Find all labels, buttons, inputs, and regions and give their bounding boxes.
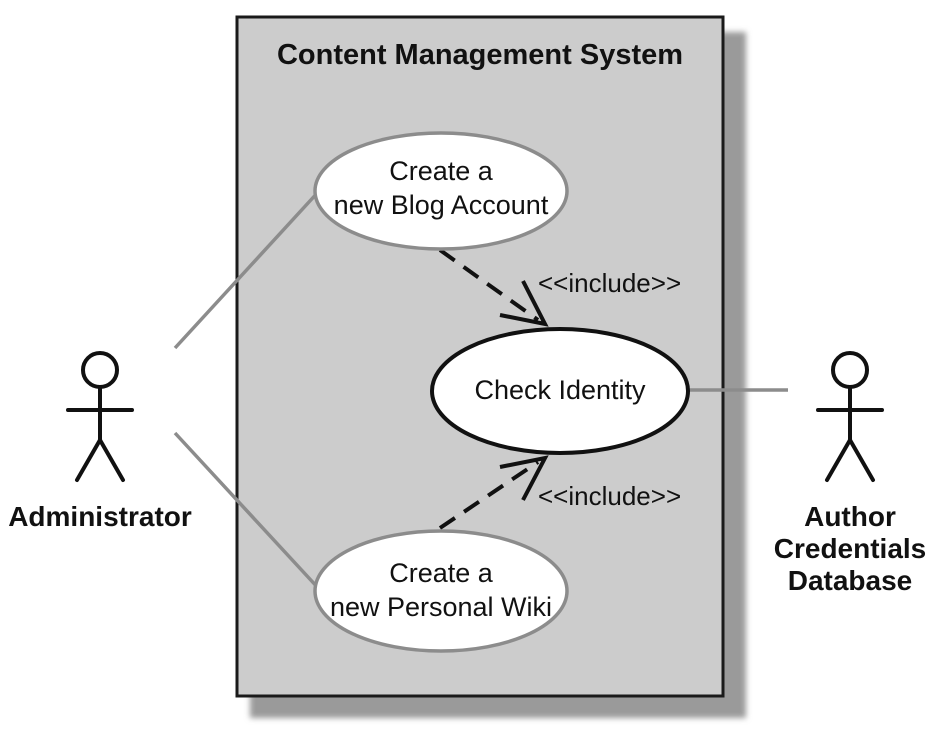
include-arrowhead-bottom: [499, 455, 549, 501]
actor-author-credentials-database[interactable]: Author Credentials Database: [774, 351, 927, 596]
association-admin-wiki: [173, 431, 322, 592]
system-title: Content Management System: [277, 39, 683, 71]
include-arrowhead-top: [499, 280, 549, 327]
actor-db-label-line3: Database: [788, 565, 913, 596]
include-label-top: <<include>>: [538, 268, 681, 298]
use-case-blog-account[interactable]: Create a new Blog Account: [313, 131, 569, 251]
use-case-check-label: Check Identity: [474, 375, 646, 405]
include-label-bottom: <<include>>: [538, 481, 681, 511]
use-case-blog-line1: Create a: [389, 156, 494, 186]
use-case-blog-line2: new Blog Account: [334, 190, 549, 220]
include-arrow-top: [438, 248, 540, 322]
actor-db-label-line1: Author: [804, 501, 896, 532]
stick-figure-icon: [66, 351, 134, 482]
use-case-wiki-line1: Create a: [389, 558, 494, 588]
use-case-wiki-ellipse: [313, 529, 569, 653]
use-case-check-identity[interactable]: Check Identity: [430, 327, 690, 455]
actor-administrator[interactable]: Administrator: [8, 351, 192, 532]
actor-administrator-label: Administrator: [8, 501, 192, 532]
include-arrow-bottom: [438, 460, 540, 530]
actor-db-label-line2: Credentials: [774, 533, 927, 564]
use-case-check-ellipse: [430, 327, 690, 455]
use-case-personal-wiki[interactable]: Create a new Personal Wiki: [313, 529, 569, 653]
association-admin-blog: [173, 188, 322, 350]
stick-figure-icon: [816, 351, 884, 482]
use-case-blog-ellipse: [313, 131, 569, 251]
use-case-wiki-line2: new Personal Wiki: [330, 592, 552, 622]
